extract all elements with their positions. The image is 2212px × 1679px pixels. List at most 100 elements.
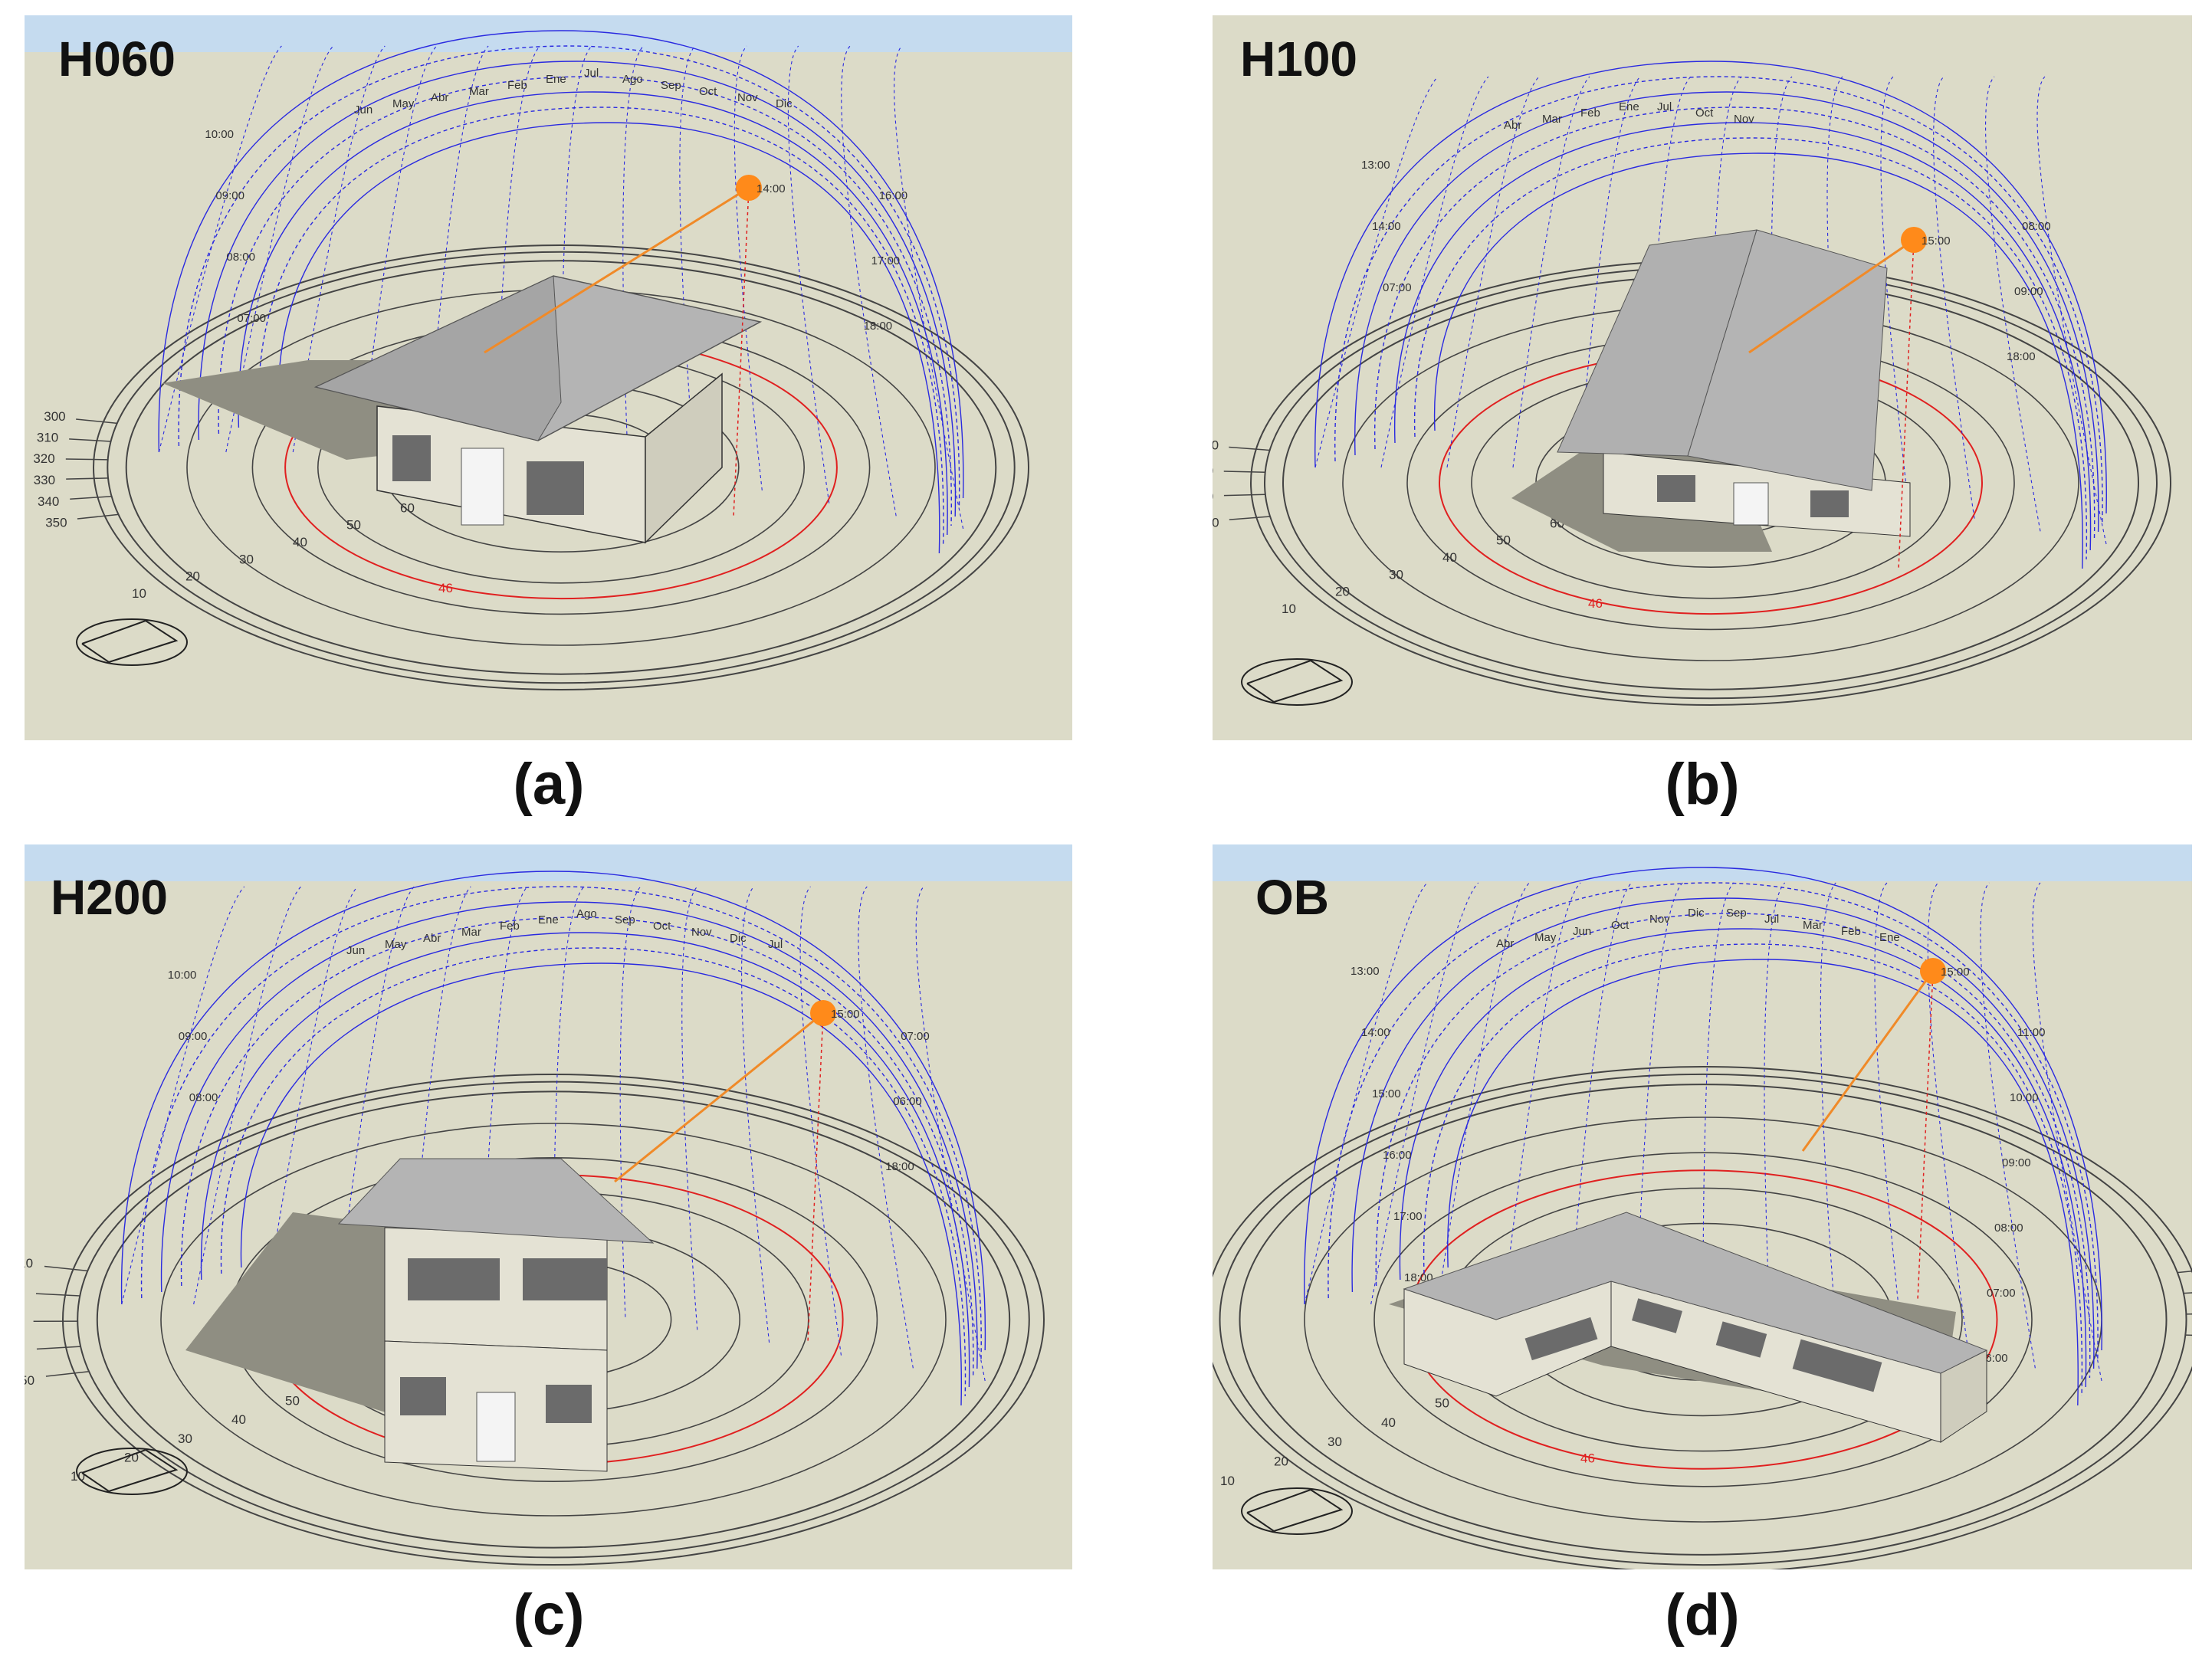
month-label: Feb	[500, 920, 520, 933]
altitude-label: 30	[178, 1431, 192, 1446]
window	[408, 1258, 500, 1300]
month-label: Oct	[1611, 919, 1629, 932]
building-roof	[1403, 1212, 1988, 1374]
hour-label: 16:00	[879, 189, 908, 202]
altitude-label: 30	[1389, 567, 1403, 582]
altitude-highlight-label: 46	[1588, 596, 1603, 611]
month-label: Dic	[776, 97, 793, 110]
sunpath-dome	[121, 871, 986, 1406]
hour-label: 14:00	[1372, 220, 1401, 233]
altitude-label: 50	[346, 518, 361, 533]
sunpath-hour-line	[1503, 882, 1581, 1305]
month-label: Jun	[346, 944, 365, 957]
altitude-ring	[93, 244, 1029, 690]
altitude-label: 30	[239, 552, 254, 566]
sunpath-month-arc	[1447, 959, 2079, 1406]
month-label: Jun	[1573, 925, 1591, 938]
month-label: Nov	[691, 926, 712, 939]
building-d	[1389, 1212, 1988, 1443]
sunpath-hour-line	[264, 886, 358, 1305]
sunpath-hour-line	[1304, 882, 1428, 1305]
month-label: Feb	[1580, 107, 1600, 120]
sunpath-month-arc	[198, 61, 957, 517]
sun-marker	[1901, 227, 1927, 253]
sunpath-hour-line	[1570, 882, 1633, 1305]
sun-time-label: 15:00	[1922, 234, 1951, 248]
sunpath-hour-line	[158, 45, 282, 453]
building-b	[1511, 229, 1911, 552]
hour-label: 09:00	[179, 1030, 208, 1043]
panel-c: 350340330320310706050403020104610:0009:0…	[25, 844, 1072, 1569]
sunpath-month-arc	[1375, 913, 2091, 1379]
month-label: Ene	[1619, 100, 1639, 113]
compass-tick	[65, 458, 108, 461]
hour-label: 09:00	[215, 189, 245, 202]
sunpath-hour-line	[741, 886, 770, 1343]
altitude-label: 30	[1328, 1435, 1342, 1449]
month-label: Oct	[653, 920, 671, 933]
hour-label: 18:00	[2007, 350, 2036, 363]
month-label: Sep	[1726, 907, 1747, 920]
sunpath-hour-line	[734, 45, 763, 491]
sunpath-month-arc	[141, 886, 982, 1360]
month-label: Mar	[1803, 919, 1823, 932]
sun-ray	[1748, 238, 1915, 354]
sunpath-hour-line	[426, 45, 489, 453]
compass-label: 350	[1213, 515, 1219, 530]
sunpath-hour-line	[787, 45, 830, 503]
month-label: Abr	[431, 91, 448, 104]
compass-tick	[2186, 1313, 2192, 1315]
sun-ray	[614, 1012, 824, 1183]
panel-title-b: H100	[1240, 31, 1357, 87]
compass-rose-arrow	[81, 619, 179, 664]
altitude-label: 20	[1274, 1454, 1288, 1469]
sunpath-hour-line	[121, 886, 245, 1305]
caption-a: (a)	[513, 752, 585, 817]
month-label: Feb	[507, 79, 527, 92]
altitude-label: 50	[285, 1394, 300, 1408]
month-label: Abr	[423, 932, 441, 945]
altitude-label: 10	[1282, 602, 1296, 616]
month-label: Ene	[538, 913, 559, 926]
sunpath-hour-line	[1380, 76, 1489, 468]
hour-label: 18:00	[864, 320, 893, 333]
month-label: Abr	[1504, 119, 1521, 132]
compass-label: 330	[34, 473, 55, 487]
hour-label: 16:00	[1383, 1149, 1412, 1162]
altitude-ring	[107, 251, 1016, 684]
caption-b: (b)	[1665, 752, 1740, 817]
hour-label: 10:00	[2010, 1091, 2039, 1104]
month-label: Mar	[469, 85, 489, 98]
month-label: Abr	[1496, 937, 1514, 950]
hour-label: 14:00	[1361, 1026, 1390, 1039]
sunpath-diagram-b: 3503403303206050403020104613:0014:0007:0…	[1213, 15, 2192, 740]
altitude-label: 40	[231, 1412, 246, 1427]
sky-band	[25, 844, 1072, 881]
sunpath-month-arc	[218, 76, 952, 526]
hour-label: 10:00	[168, 969, 197, 982]
sunpath-hour-line	[1980, 882, 2036, 1369]
altitude-ring	[96, 1090, 1011, 1549]
ground	[1213, 844, 2192, 1569]
window	[392, 435, 431, 481]
sunpath-month-arc	[158, 30, 964, 499]
sunpath-month-arc	[1399, 928, 2087, 1388]
sunpath-hour-line	[1446, 76, 1540, 468]
month-label: Nov	[1649, 913, 1670, 926]
altitude-ring	[160, 1123, 947, 1517]
sunpath-hour-line	[894, 45, 964, 530]
altitude-label: 60	[400, 500, 415, 515]
sunpath-hour-line	[2032, 882, 2102, 1382]
sunpath-month-arc	[161, 901, 978, 1369]
sunpath-hour-line	[560, 45, 592, 453]
month-label: Sep	[661, 79, 681, 92]
sunpath-month-arc	[220, 947, 967, 1397]
compass-tick	[2183, 1292, 2192, 1294]
sunpath-hour-line	[1880, 76, 1909, 507]
hour-label: 13:00	[1361, 159, 1390, 172]
month-label: Feb	[1841, 925, 1861, 938]
window	[1715, 1321, 1767, 1358]
hour-label: 11:00	[2017, 1026, 2045, 1039]
compass-tick	[77, 513, 119, 520]
